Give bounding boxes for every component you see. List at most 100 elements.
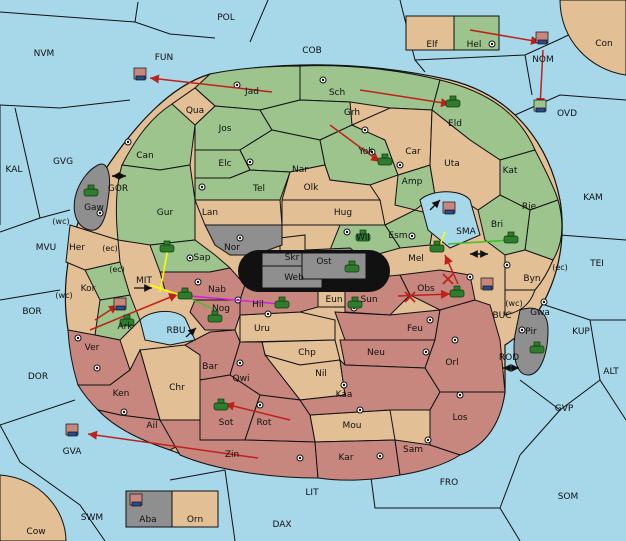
label-kar: Kar xyxy=(339,453,354,463)
army-ark[interactable] xyxy=(119,314,135,327)
label-rot: Rot xyxy=(257,418,272,428)
label-qwi: Qwi xyxy=(233,374,250,384)
fleet-buc[interactable] xyxy=(480,277,494,291)
fleet-nom[interactable] xyxy=(535,31,549,45)
fleet-fun[interactable] xyxy=(133,67,147,81)
order-nom-ovd xyxy=(535,49,545,108)
coast-marker-kor-wc: (wc) xyxy=(55,291,72,300)
region-feu[interactable] xyxy=(334,309,441,341)
region-zin[interactable] xyxy=(159,419,319,479)
label-esm: Esm xyxy=(388,231,407,241)
label-mvu: MVU xyxy=(36,243,57,253)
army-yok[interactable] xyxy=(377,153,393,166)
label-dax: DAX xyxy=(272,520,291,530)
fleet-gva[interactable] xyxy=(65,423,79,437)
label-aba: Aba xyxy=(139,515,156,525)
label-nab: Nab xyxy=(208,285,226,295)
label-ail: Ail xyxy=(146,421,157,431)
label-mou: Mou xyxy=(343,421,362,431)
army-gaw[interactable] xyxy=(83,184,99,197)
fleet-ark[interactable] xyxy=(113,297,127,311)
army-bri[interactable] xyxy=(503,231,519,244)
army-eld[interactable] xyxy=(445,95,461,108)
label-pol: POL xyxy=(217,13,235,23)
region-ken[interactable] xyxy=(77,348,161,421)
label-ovd: OVD xyxy=(557,109,577,119)
armies xyxy=(83,95,545,411)
order-hel-nom xyxy=(469,29,541,45)
label-gwa: Gwa xyxy=(530,308,550,318)
army-nog[interactable] xyxy=(207,310,223,323)
army-sap[interactable] xyxy=(159,240,175,253)
region-ver[interactable] xyxy=(67,329,131,386)
army-obs[interactable] xyxy=(449,285,465,298)
label-gor: GOR xyxy=(108,184,128,194)
region-gur[interactable] xyxy=(115,164,196,246)
supply-center-dots xyxy=(76,42,546,460)
fleet-sma[interactable] xyxy=(442,201,456,215)
region-gwa[interactable] xyxy=(504,289,536,316)
region-sam[interactable] xyxy=(394,439,462,476)
army-wil[interactable] xyxy=(355,229,371,242)
region-hug[interactable] xyxy=(281,199,386,226)
army-ost[interactable] xyxy=(344,260,360,273)
label-rod: ROD xyxy=(499,353,519,363)
label-kaa: Kaa xyxy=(336,390,353,400)
label-fro: FRO xyxy=(440,478,459,488)
label-sap: Sap xyxy=(194,253,211,263)
order-sun-obs xyxy=(397,289,451,299)
region-neu[interactable] xyxy=(339,339,436,369)
region-kaa[interactable] xyxy=(299,358,441,416)
label-hel: Hel xyxy=(467,40,482,50)
label-elf: Elf xyxy=(426,40,438,50)
label-ark: Ark xyxy=(117,322,133,332)
army-hil[interactable] xyxy=(274,296,290,309)
army-nab[interactable] xyxy=(177,287,193,300)
region-elf[interactable] xyxy=(405,15,455,51)
region-qua[interactable] xyxy=(171,87,216,126)
label-kup: KUP xyxy=(572,327,590,337)
army-sot[interactable] xyxy=(213,398,229,411)
label-ver: Ver xyxy=(85,343,100,353)
label-som: SOM xyxy=(558,492,579,502)
label-rie: Rie xyxy=(522,202,537,212)
label-gur: Gur xyxy=(157,208,174,218)
region-orn[interactable] xyxy=(171,490,219,528)
army-mel[interactable] xyxy=(429,240,445,253)
label-uta: Uta xyxy=(444,159,460,169)
label-yok: Yok xyxy=(357,147,374,157)
label-buc: BUC xyxy=(492,311,511,321)
fleet-ovd[interactable] xyxy=(533,99,547,113)
army-pir[interactable] xyxy=(529,341,545,354)
label-jos: Jos xyxy=(218,124,232,134)
label-alt: ALT xyxy=(603,367,619,377)
label-eun: Eun xyxy=(325,295,342,305)
label-tei: TEI xyxy=(589,259,604,269)
fleet-aba[interactable] xyxy=(129,493,143,507)
label-nom: NOM xyxy=(532,55,554,65)
label-los: Los xyxy=(452,413,467,423)
label-hug: Hug xyxy=(334,208,352,218)
label-kor: Kor xyxy=(81,284,96,294)
label-sma: SMA xyxy=(456,227,476,237)
label-kat: Kat xyxy=(503,166,518,176)
label-qua: Qua xyxy=(186,106,204,116)
label-neu: Neu xyxy=(367,348,385,358)
fleets xyxy=(65,31,549,507)
region-kar[interactable] xyxy=(314,439,401,481)
label-chp: Chp xyxy=(298,348,316,358)
label-cow: Cow xyxy=(26,527,45,537)
label-sot: Sot xyxy=(219,418,234,428)
region-her[interactable] xyxy=(65,224,121,271)
order-sot-rot xyxy=(224,401,291,421)
label-gva: GVA xyxy=(63,447,83,457)
label-eld: Eld xyxy=(448,119,462,129)
label-chr: Chr xyxy=(169,383,185,393)
sea-rbu[interactable] xyxy=(139,311,196,346)
label-nvm: NVM xyxy=(34,49,55,59)
army-sun[interactable] xyxy=(347,296,363,309)
region-pir[interactable] xyxy=(513,307,549,376)
region-uta[interactable] xyxy=(429,108,501,211)
